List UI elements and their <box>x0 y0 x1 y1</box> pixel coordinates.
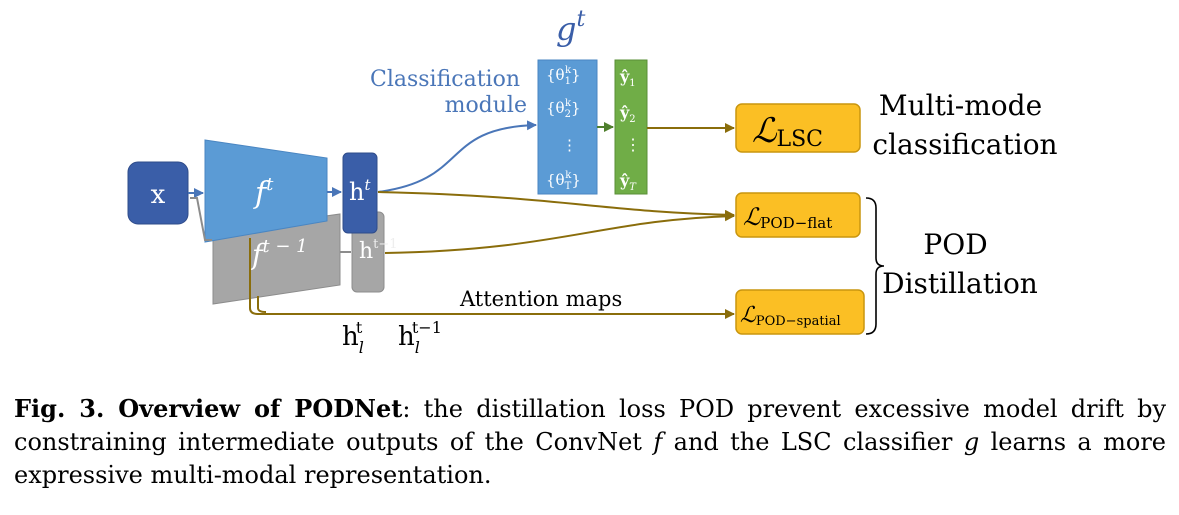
pod-brace <box>865 197 885 335</box>
feature-box <box>342 152 378 234</box>
classifier-label: gt <box>556 7 585 48</box>
multimode-label: Multi-mode classification <box>872 89 1057 161</box>
loss-lsc-label: ℒLSC <box>752 111 823 152</box>
svg-text:ŷT: ŷT <box>619 171 637 193</box>
caption-text-3: learns a more expressive multi-modal rep… <box>14 428 1166 489</box>
input-to-old-encoder-line <box>190 197 212 241</box>
loss-pod-spatial-box <box>735 289 865 335</box>
caption-text-2: and the LSC classifier <box>662 428 964 456</box>
figure-caption: Fig. 3. Overview of PODNet: the distilla… <box>14 392 1166 492</box>
feature-to-classifier-arrow <box>377 120 537 193</box>
loss-pod-flat-label: ℒPOD−flat <box>743 203 832 232</box>
caption-title: Fig. 3. Overview of PODNet <box>14 394 403 423</box>
attention-maps-arrow <box>249 238 735 319</box>
prediction-box <box>614 59 648 195</box>
svg-text:⋮: ⋮ <box>562 136 577 154</box>
pod-distillation-label: POD Distillation <box>882 228 1038 300</box>
attention-maps-label: Attention maps <box>459 287 622 311</box>
classification-module-label: Classification module <box>370 67 527 118</box>
caption-f: f <box>653 428 663 456</box>
feature-label: ht <box>349 176 371 206</box>
classifier-theta-box <box>537 59 598 195</box>
svg-text:⋮: ⋮ <box>625 135 641 154</box>
svg-text:{θ1k}: {θ1k} <box>546 65 581 87</box>
old-feature-to-pod-flat-arrow <box>384 211 735 254</box>
feature-to-pod-flat-arrow <box>377 191 735 220</box>
svg-text:{θTk}: {θTk} <box>546 170 581 192</box>
loss-pod-flat-box <box>735 192 861 238</box>
podnet-diagram: gt Classification module ft − 1 ht−1 x f… <box>127 7 1058 357</box>
svg-text:ŷ1: ŷ1 <box>619 67 636 89</box>
encoder-block <box>204 139 328 243</box>
prediction-list: ŷ1 ŷ2 ⋮ ŷT <box>619 67 641 193</box>
theta-list: {θ1k} {θ2k} ⋮ {θTk} <box>546 65 581 192</box>
hl-t1-label: hlt−1 <box>398 318 442 357</box>
svg-text:{θ2k}: {θ2k} <box>546 98 581 120</box>
loss-lsc-box <box>735 103 861 153</box>
loss-pod-spatial-label: ℒPOD−spatial <box>740 303 841 329</box>
hl-t-label: hlt <box>342 318 364 357</box>
caption-text-1: : the distillation loss POD prevent exce… <box>14 395 1166 456</box>
input-label: x <box>151 180 166 210</box>
caption-g: g <box>963 428 980 456</box>
svg-text:ŷ2: ŷ2 <box>619 103 636 125</box>
attention-maps-old-line <box>257 296 267 313</box>
old-feature-label: ht−1 <box>359 237 398 264</box>
